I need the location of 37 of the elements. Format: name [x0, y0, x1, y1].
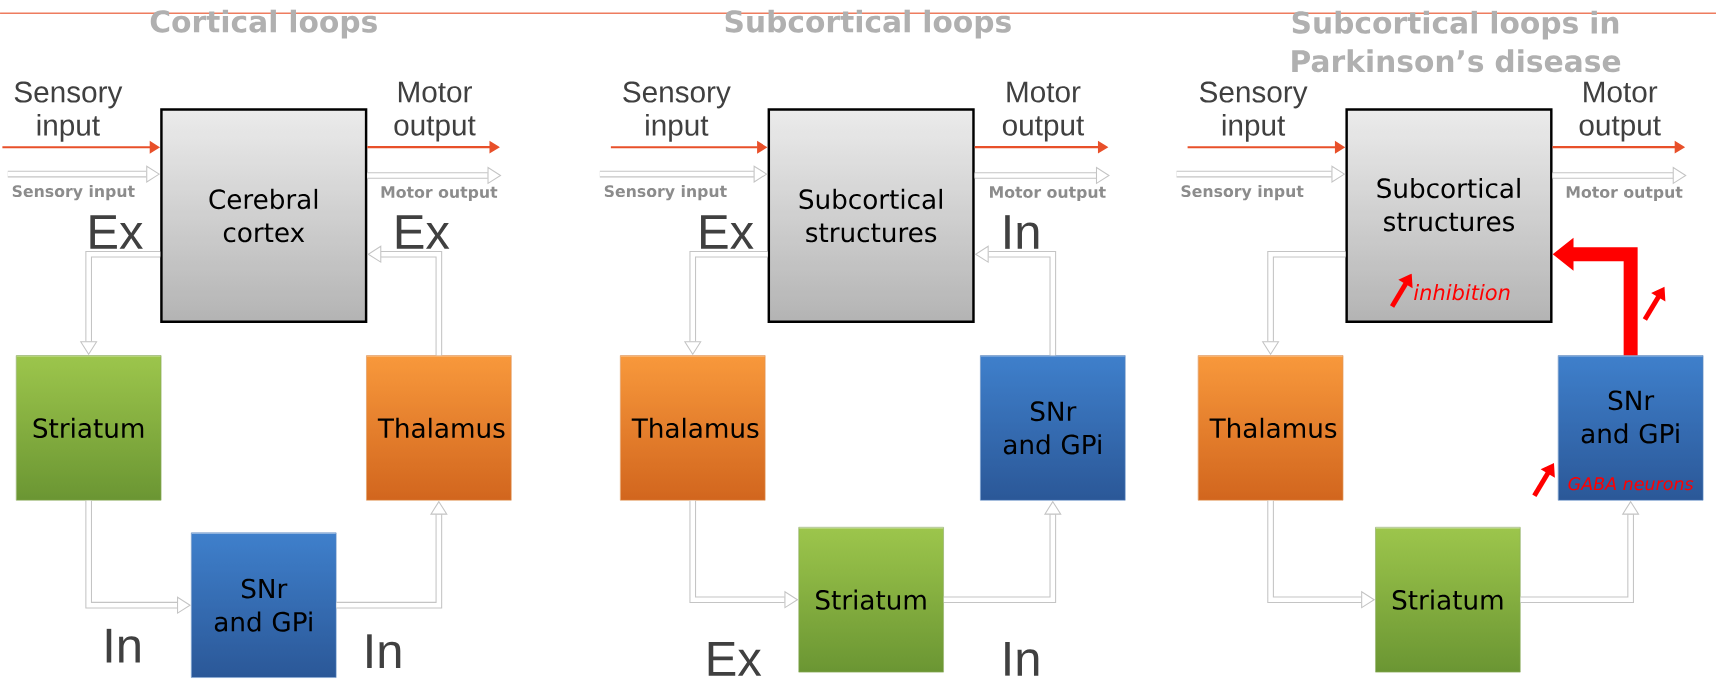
thalamus-box: Thalamus — [366, 355, 512, 501]
edge-label: In — [1005, 642, 1039, 676]
faded-label: Motor output — [1566, 186, 1683, 202]
faded-label: Sensory input — [604, 185, 727, 201]
thalamus-box: Thalamus — [1197, 355, 1344, 501]
subcortical-box: Subcortical structures inhibition — [1345, 108, 1553, 324]
io-label: Sensory input — [14, 81, 123, 142]
io-label: Sensory input — [623, 81, 731, 142]
io-label: Motor output — [394, 81, 476, 142]
io-label: Motor output — [1002, 81, 1085, 142]
edge-label: In — [1005, 215, 1039, 250]
edge-label: Ex — [708, 642, 762, 676]
faded-label: Sensory input — [12, 185, 135, 201]
panel-title: Cortical loops — [150, 9, 377, 39]
io-label: Sensory input — [1199, 81, 1308, 142]
faded-label: Motor output — [381, 186, 498, 202]
io-label: Motor output — [1579, 81, 1661, 142]
snr-gpi-box: SNr and GPi — [191, 532, 337, 679]
edge-label: Ex — [396, 215, 450, 250]
snr-gpi-box: SNr and GPi GABA neurons — [1557, 355, 1704, 501]
arrow — [1552, 166, 1687, 185]
arrow — [974, 166, 1110, 185]
striatum-box: Striatum — [798, 527, 944, 673]
panel-title: Subcortical loops — [725, 9, 1011, 39]
edge-label: Ex — [90, 215, 143, 250]
panel-title: Subcortical loops in Parkinson’s disease — [1292, 11, 1621, 73]
edge-label: In — [367, 634, 401, 669]
faded-label: Motor output — [990, 186, 1106, 202]
striatum-box: Striatum — [15, 355, 162, 501]
edge-label: In — [106, 629, 140, 663]
subcortical-box: Subcortical structures — [767, 108, 975, 324]
thalamus-box: Thalamus — [620, 355, 766, 501]
edge-label: Ex — [701, 215, 754, 250]
cortex-box: Cerebral cortex — [160, 108, 368, 324]
faded-label: Sensory input — [1181, 185, 1304, 201]
snr-gpi-box: SNr and GPi — [980, 355, 1126, 501]
striatum-box: Striatum — [1375, 527, 1521, 673]
